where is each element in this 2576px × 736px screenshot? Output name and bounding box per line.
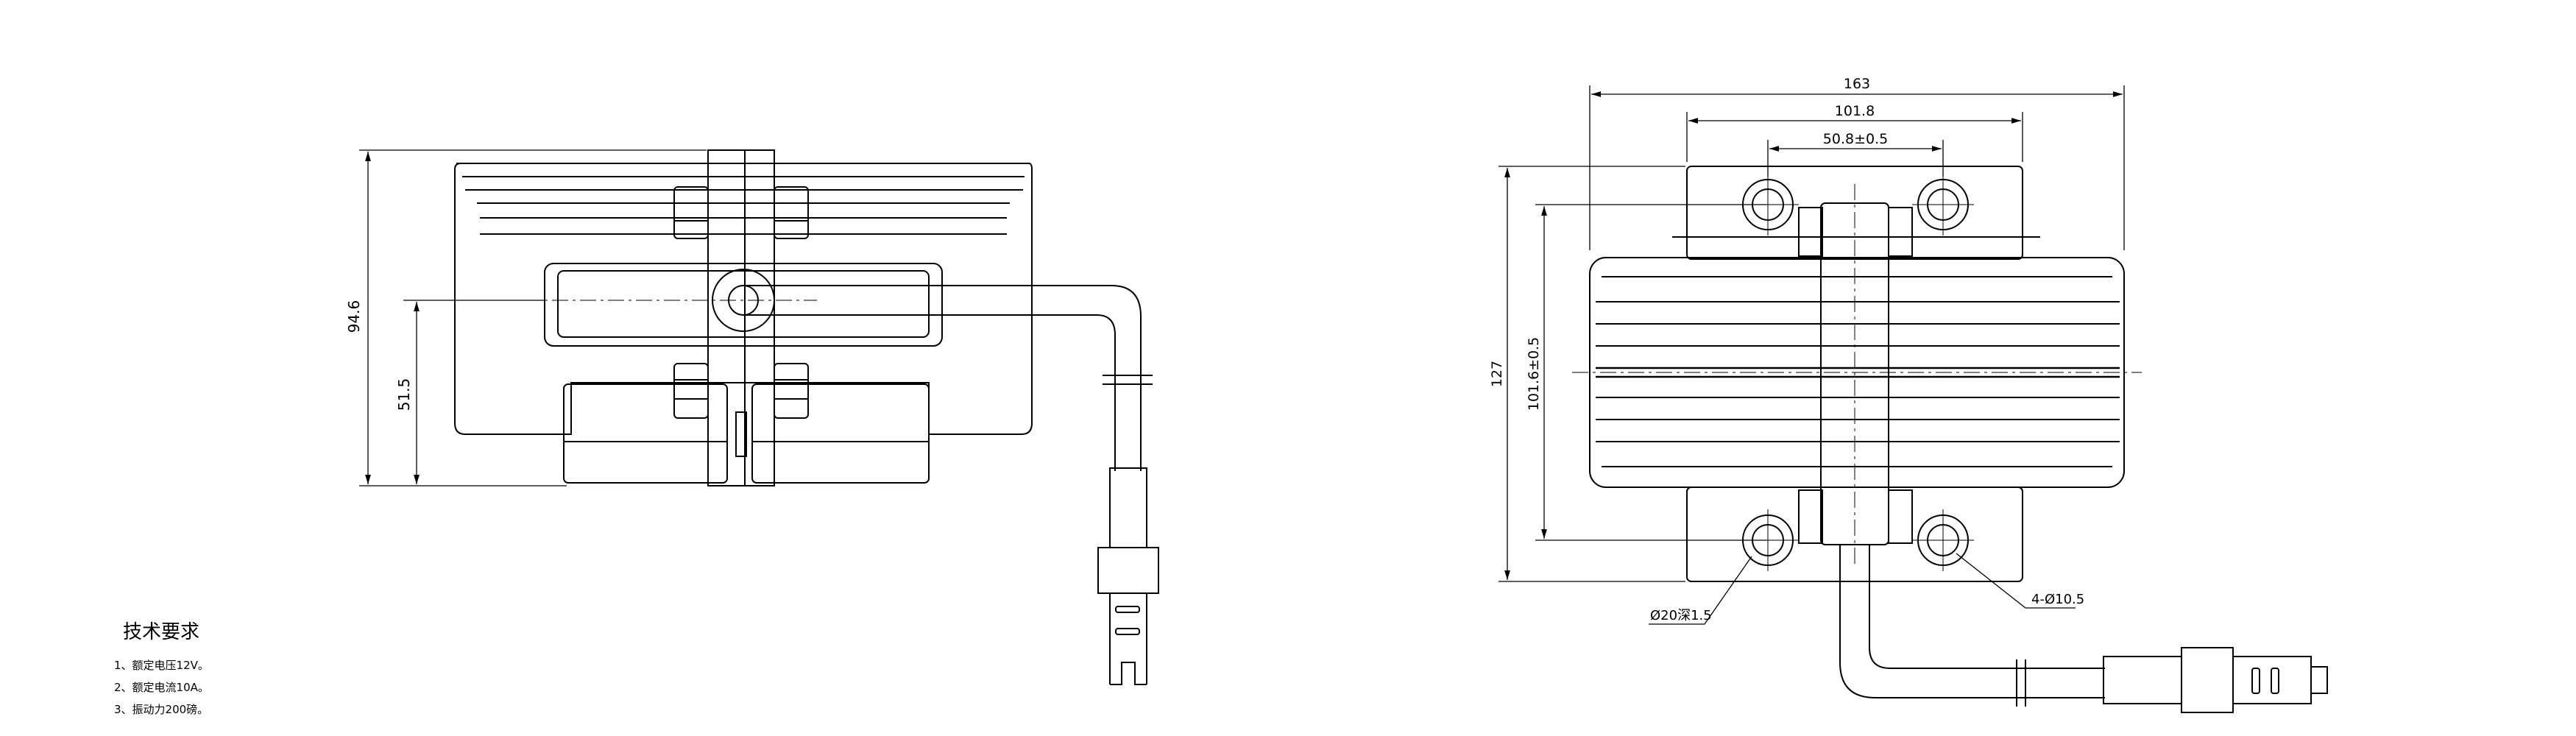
note-item: 1、额定电压12V。 (114, 659, 209, 672)
side-inner-window (544, 263, 943, 347)
dim-height-total-side: 94.6 (345, 300, 363, 333)
side-body-outline (454, 163, 1033, 435)
side-connector-body (1109, 467, 1147, 548)
dim-hole-spacing-y: 101.6±0.5 (1526, 337, 1542, 411)
dim-height-total-top: 127 (1489, 361, 1505, 387)
side-foot-right (751, 383, 930, 484)
side-view (412, 149, 1159, 685)
top-center-bar (1820, 202, 1889, 545)
side-dimensions (359, 149, 707, 486)
note-item: 2、额定电流10A。 (114, 681, 209, 694)
side-inner-window-2 (557, 270, 930, 338)
top-cable (1839, 545, 2105, 698)
callout-counterbore: Ø20深1.5 (1650, 608, 1712, 623)
callout-holes: 4-Ø10.5 (2031, 592, 2084, 607)
technical-requirements: 技术要求 1、额定电压12V。 2、额定电流10A。 3、振动力200磅。 (114, 617, 305, 721)
side-cable (743, 285, 1142, 471)
top-dimensions (1498, 85, 2125, 625)
bolt-lower-left (673, 363, 709, 419)
side-center-post-r (744, 149, 775, 486)
bolt-lower-right (774, 363, 809, 419)
mounting-plate-top (1686, 166, 2023, 260)
top-view (1572, 166, 2328, 713)
bolt-upper-right (774, 186, 809, 239)
dim-width-mid: 101.8 (1835, 103, 1875, 119)
dim-width-total: 163 (1844, 76, 1870, 92)
top-connector-body (2103, 656, 2182, 704)
bolt-upper-left (673, 186, 709, 239)
top-connector-plug (2181, 647, 2234, 713)
side-foot-left (563, 383, 728, 484)
note-item: 3、振动力200磅。 (114, 703, 209, 716)
dim-height-center-side: 51.5 (395, 378, 413, 411)
dim-hole-spacing-x: 50.8±0.5 (1823, 131, 1888, 147)
notes-title: 技术要求 (123, 621, 200, 643)
side-connector-plug (1097, 547, 1159, 594)
